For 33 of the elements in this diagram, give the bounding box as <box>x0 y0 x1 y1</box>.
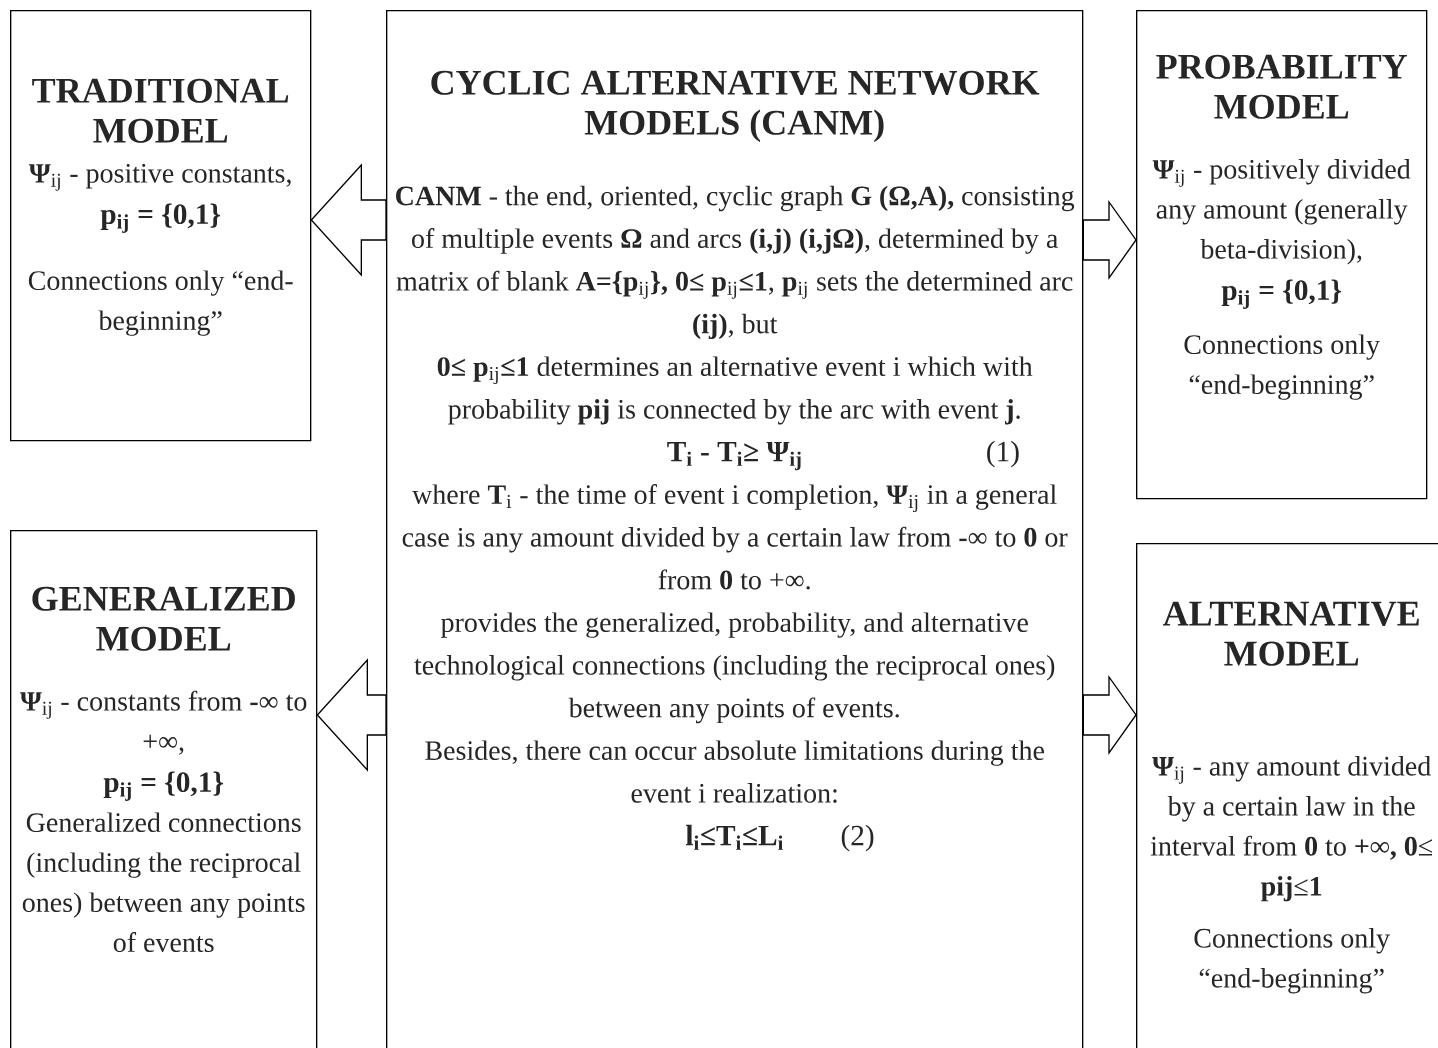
model-box <box>10 10 312 442</box>
heading: GENERALIZED MODEL <box>32 586 295 651</box>
description: Ψ$_{ij}$ - positive constants, <box>29 163 291 191</box>
block-arrow <box>1082 674 1137 756</box>
equation: T$_{i}$ - T$_{i}$≥ Ψ$_{ij}$ <box>667 441 801 471</box>
model-box <box>1136 10 1428 500</box>
network-model-box <box>386 10 1084 1048</box>
model-box <box>10 530 318 1048</box>
paragraph: provides the generalized, probability, and alternative technological connections (including the reciprocal ones) between any points of events. <box>414 612 1055 724</box>
formula-line: p$_{ij}$ = {0,1} <box>103 771 224 801</box>
formula-line: p$_{ij}$ = {0,1} <box>1221 279 1342 309</box>
heading: TRADITIONAL MODEL <box>32 78 289 143</box>
heading: CYCLIC ALTERNATIVE NETWORK MODELS (CANM) <box>431 70 1040 143</box>
description: Connections only “end-beginning” <box>1184 334 1380 400</box>
heading: ALTERNATIVE MODEL <box>1163 601 1419 666</box>
block-arrow <box>316 658 387 772</box>
paragraph: 0≤ p$_{ij}$≤1 determines an alternative event i which with probability pij is connected by the arc with event j. <box>437 356 1033 425</box>
formula-line: p$_{ij}$ = {0,1} <box>100 203 221 233</box>
description: Connections only “end- beginning” <box>28 270 293 336</box>
heading: PROBABILITY MODEL <box>1156 54 1407 119</box>
equation-number: (1) <box>987 440 1019 468</box>
description: Ψ$_{ij}$ - constants from -∞ to +∞, <box>20 690 307 755</box>
description: Generalized connections (including the reciprocal ones) between any points of events <box>22 812 305 953</box>
block-arrow <box>1082 199 1137 281</box>
equation-number: (2) <box>841 824 874 852</box>
model-box <box>1136 543 1438 1048</box>
paragraph: where T$_{i}$ - the time of event i completion, Ψ$_{ij}$ in a general case is any amount divided by a certain law from -∞ to 0 or from 0 to +∞. <box>402 484 1068 590</box>
description: Ψ$_{ij}$ - any amount divided by a certain law in the interval from 0 to +∞, 0≤ pij≤1 <box>1150 756 1432 902</box>
description: Ψ$_{ij}$ - positively divided any amount (generally beta-division), <box>1152 159 1411 265</box>
paragraph: Besides, there can occur absolute limitations during the event i realization: <box>425 740 1044 803</box>
block-arrow <box>310 163 387 277</box>
equation: l$_{i}$≤T$_{i}$≤L$_{i}$ <box>685 824 783 850</box>
description: Connections only “end-beginning” <box>1194 928 1390 994</box>
